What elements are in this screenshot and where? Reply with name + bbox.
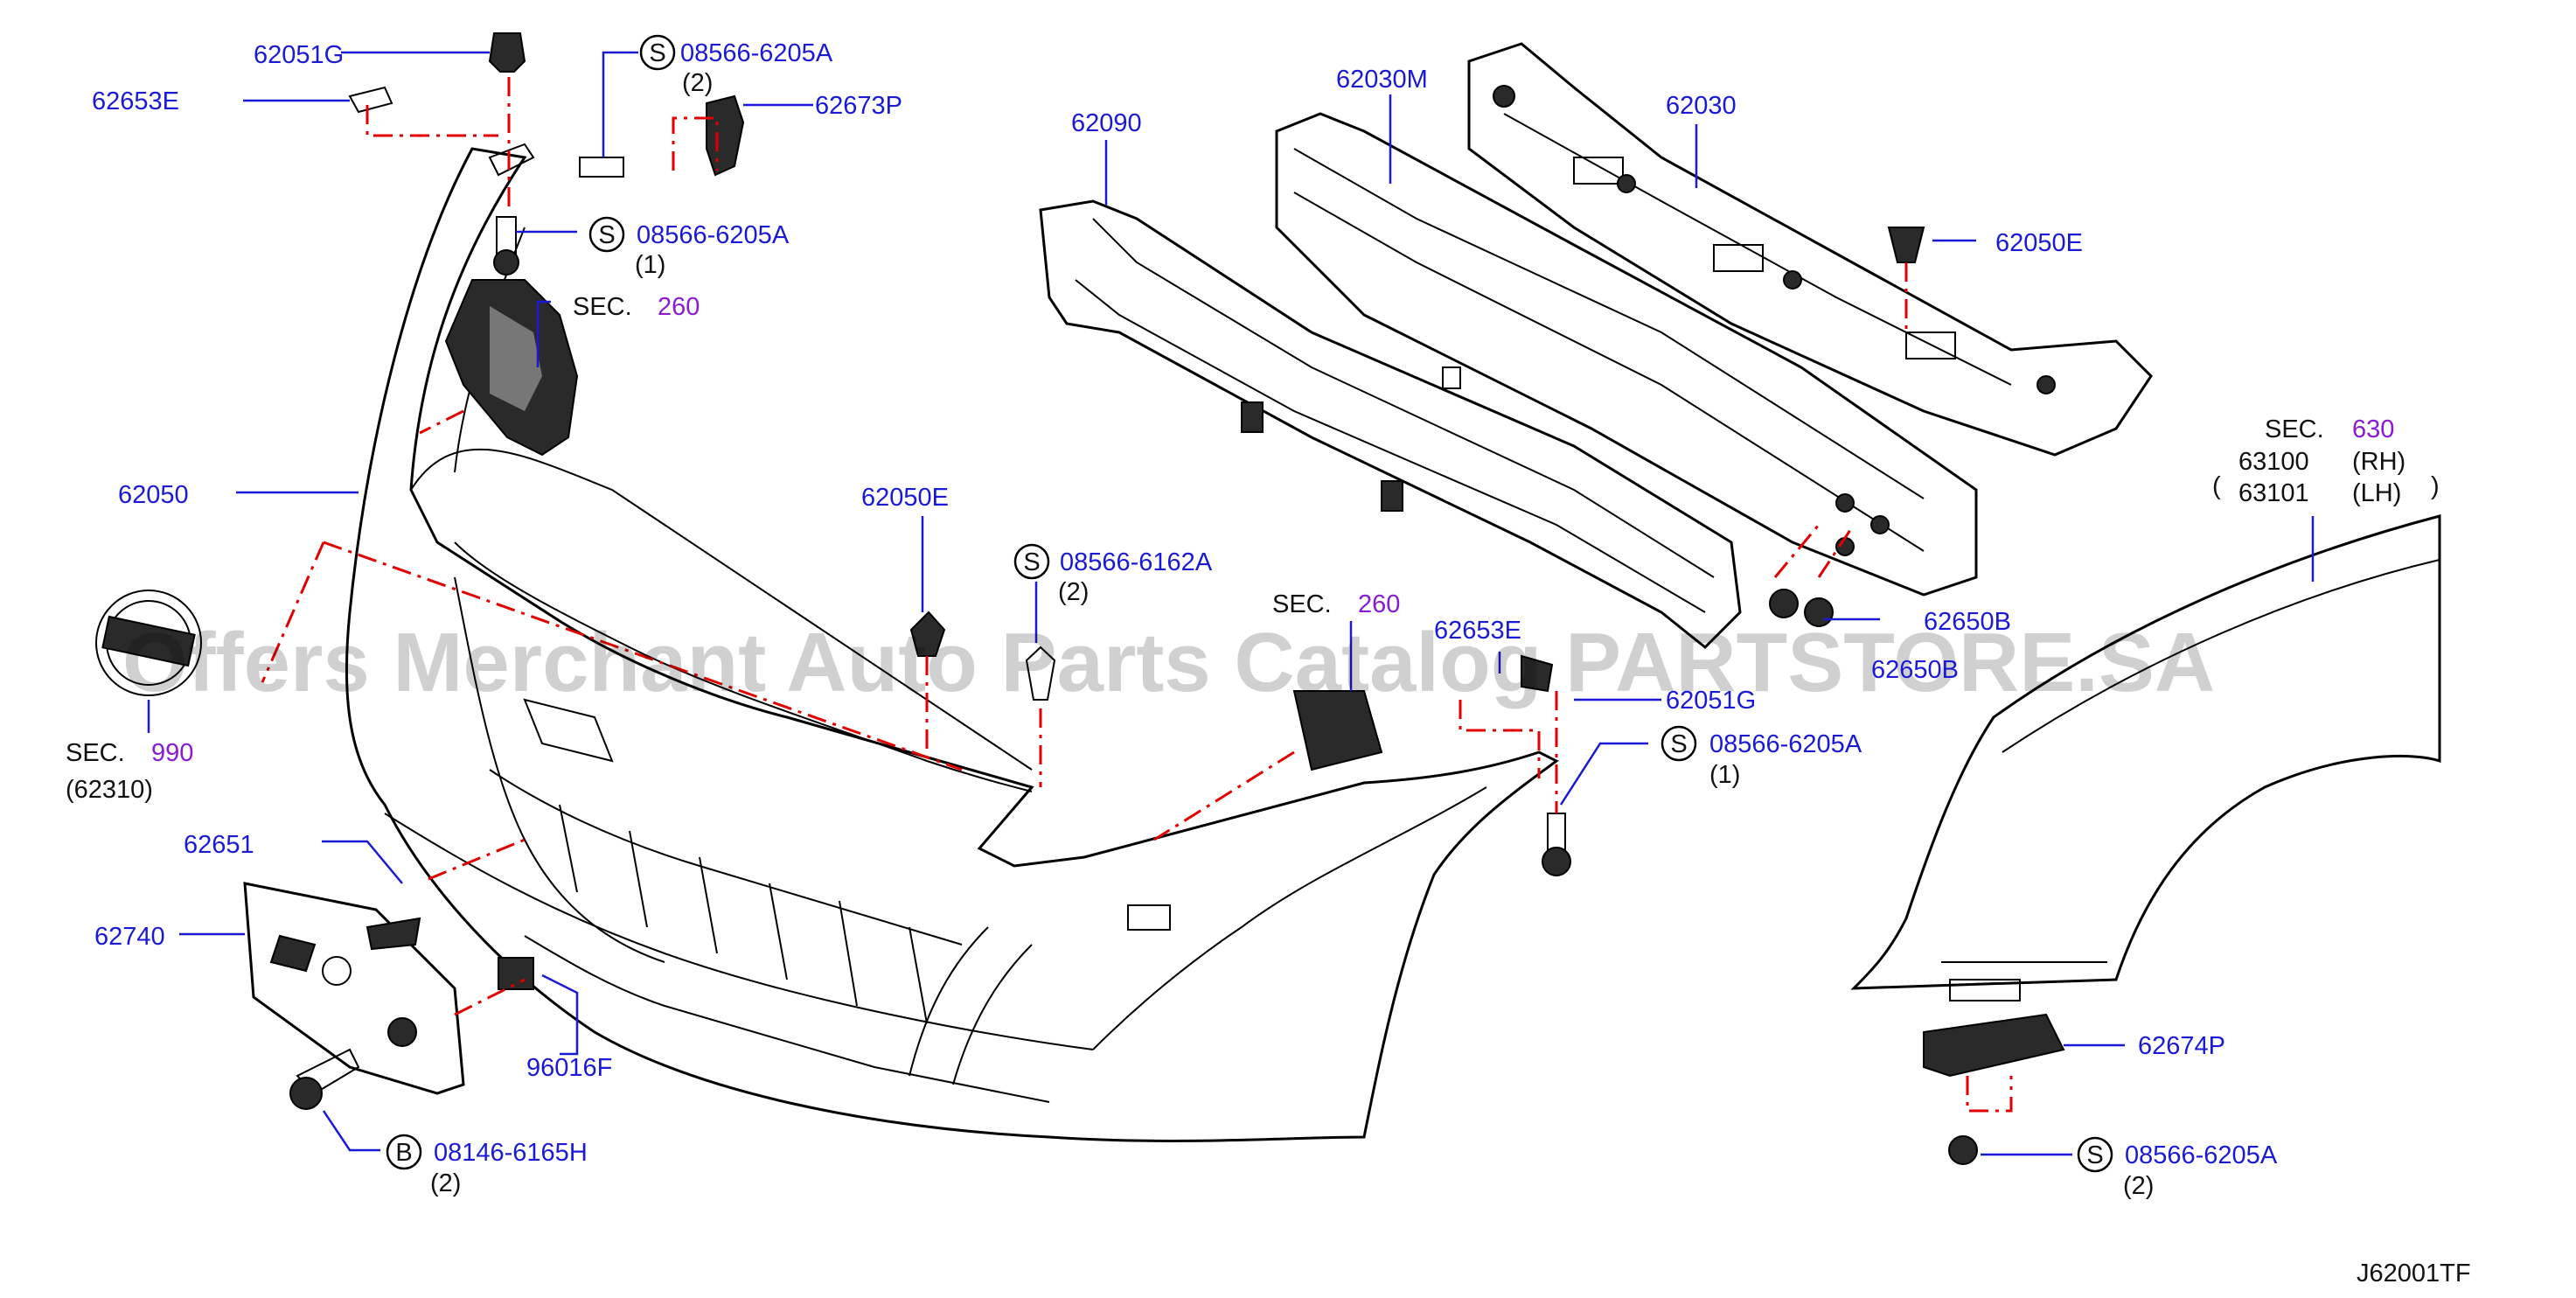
qty-6162: (2) [1058,578,1089,606]
s-circle-icon: S [1660,725,1697,762]
sec-260-link[interactable]: 260 [658,293,700,321]
label-62674P: 62674P [2138,1032,2225,1060]
bumper-reinforcement [1039,199,1742,650]
label-62651: 62651 [184,831,254,859]
label-62030M: 62030M [1336,66,1428,94]
label-62050: 62050 [118,481,189,509]
label-62090: 62090 [1071,109,1142,137]
svg-text:S: S [598,221,615,249]
svg-text:B: B [395,1139,412,1167]
qty-top: (2) [682,69,713,97]
svg-text:S: S [649,39,665,67]
emblem-icon [95,590,202,696]
sec-990-link[interactable]: 990 [151,739,193,767]
fasteners [289,32,1978,1165]
headlamp-bracket-left [444,279,579,457]
sec-260-link-2[interactable]: 260 [1358,590,1400,618]
bracket-right: ) [2431,472,2440,500]
label-08566-6205A-bottom: 08566-6205A [2125,1141,2278,1169]
label-08566-6205A-mid: 08566-6205A [637,221,790,249]
label-63101: 63101 [2238,479,2309,507]
bumper-fascia [345,143,1559,1142]
energy-absorber [1275,112,1978,597]
svg-text:S: S [1023,548,1040,576]
label-62030: 62030 [1666,92,1737,120]
sec-630-link[interactable]: 630 [2352,415,2394,443]
label-62310: (62310) [66,776,153,804]
s-circle-icon: S [639,34,676,71]
qty-mid: (1) [635,251,665,279]
label-08146-6165H: 08146-6165H [434,1139,588,1167]
label-08566-6205A-center: 08566-6205A [1709,730,1862,758]
s-circle-icon: S [1013,543,1050,580]
sec-label-3: SEC. [1272,590,1332,618]
license-plate-bracket [243,882,465,1095]
label-62051G: 62051G [254,41,344,69]
label-62051G-center: 62051G [1666,687,1756,715]
label-62653E-center: 62653E [1434,617,1521,645]
svg-text:S: S [1670,730,1687,758]
s-circle-icon: S [588,216,625,253]
upper-support [1467,42,2153,457]
qty-center: (1) [1709,761,1740,789]
svg-text:S: S [2086,1141,2103,1169]
label-63100: 63100 [2238,448,2309,476]
qty-bolt: (2) [430,1169,461,1197]
bracket-left: ( [2212,472,2221,500]
label-lh: (LH) [2352,479,2401,507]
label-62650B: 62650B [1924,608,2011,636]
label-rh: (RH) [2352,448,2405,476]
sec-label-1: SEC. [573,293,632,321]
label-62650B-second: 62650B [1871,656,1959,684]
sec-label-4: SEC. [2265,415,2324,443]
label-08566-6162A: 08566-6162A [1060,548,1213,576]
leader-lines [147,51,2315,1156]
label-62050E-right: 62050E [1995,229,2083,257]
watermark: Offers Merchant Auto Parts Catalog PARTS… [122,616,2215,709]
label-62653E-top: 62653E [92,87,179,115]
side-bracket [1923,979,2065,1078]
qty-bottom: (2) [2123,1172,2154,1200]
label-08566-6205A-top: 08566-6205A [680,39,833,67]
sec-label-2: SEC. [66,739,125,767]
s-circle-icon: S [2077,1136,2113,1173]
assembly-lines [261,77,2013,1113]
b-circle-icon: B [386,1134,422,1170]
front-fender [1850,514,2441,990]
label-62050E-center: 62050E [861,484,949,512]
label-96016F: 96016F [526,1054,612,1082]
diagram-code: J62001TF [2357,1260,2471,1288]
label-62740: 62740 [94,923,165,951]
label-62673P: 62673P [815,92,902,120]
